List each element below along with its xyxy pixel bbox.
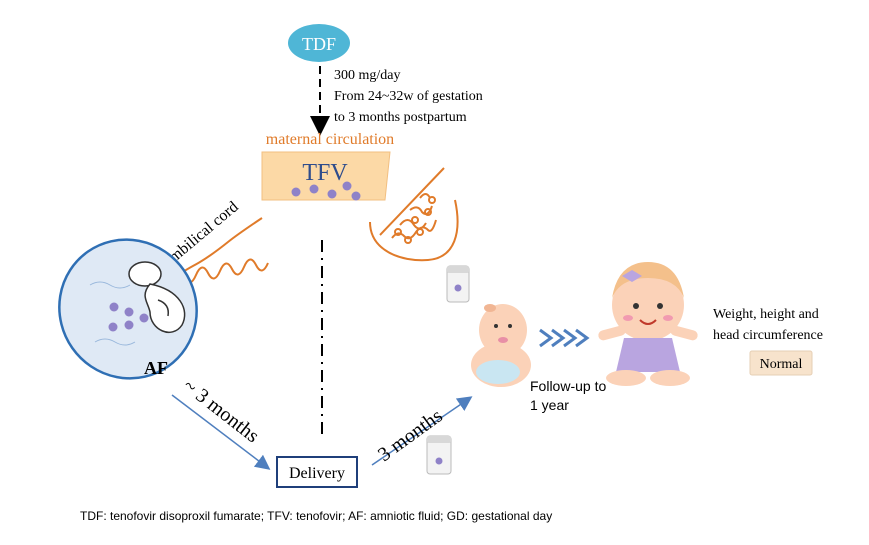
milk-bottle-icon	[446, 265, 470, 303]
delivery-box	[276, 456, 358, 488]
amniotic-sac: AF	[58, 238, 198, 380]
milk-bottle-icon	[426, 435, 452, 475]
delivery-node: Delivery	[276, 456, 358, 488]
tdf-node: TDF	[288, 24, 350, 62]
tfv-dot	[291, 187, 301, 197]
af-dot	[139, 313, 149, 323]
delivery-label: Delivery	[289, 465, 345, 482]
af-dot	[124, 307, 134, 317]
af-dot	[124, 320, 134, 330]
toddler-icon	[598, 262, 698, 386]
progression-chevrons-icon	[539, 328, 590, 348]
postpartum-arrow	[371, 396, 473, 466]
footnote: TDF: tenofovir disoproxil fumarate; TFV:…	[80, 509, 552, 523]
measures-line1: Weight, height and	[713, 307, 819, 322]
maternal-circulation-label: maternal circulation	[266, 131, 394, 148]
infant-icon	[471, 304, 531, 387]
af-label: AF	[144, 358, 168, 378]
dosing-period-line2: to 3 months postpartum	[334, 110, 467, 125]
dose-text: 300 mg/day	[334, 68, 401, 83]
followup-label-line1: Follow-up to	[530, 378, 606, 394]
tfv-label: TFV	[302, 160, 348, 186]
tfv-dot	[342, 181, 352, 191]
tfv-dot	[351, 191, 361, 201]
result-box	[749, 350, 813, 376]
tdf-oval	[288, 24, 350, 62]
tdf-label: TDF	[302, 34, 336, 54]
tfv-dot	[309, 184, 319, 194]
maternal-circulation-box: TFV	[261, 151, 391, 201]
dosing-period-line1: From 24~32w of gestation	[334, 89, 483, 104]
result-label: Normal	[760, 357, 803, 372]
measures-line2: head circumference	[713, 328, 823, 343]
gestation-duration-label: ~ 3 months	[179, 375, 263, 448]
af-dot	[108, 322, 118, 332]
gestation-arrow	[171, 394, 271, 470]
result-badge: Normal	[749, 350, 813, 376]
af-dot	[109, 302, 119, 312]
followup-label-line2: 1 year	[530, 397, 569, 413]
tfv-dot	[327, 189, 337, 199]
breast-icon	[369, 167, 459, 262]
fetus-icon	[128, 261, 186, 333]
